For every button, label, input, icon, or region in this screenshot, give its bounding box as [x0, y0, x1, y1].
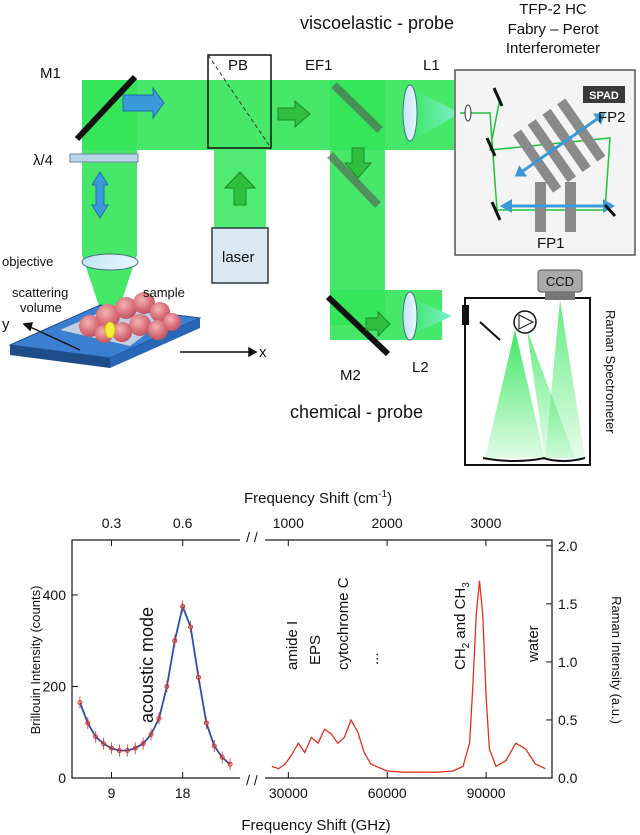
viscoelastic-probe-label: viscoelastic - probe [300, 13, 454, 33]
mirror-m1 [74, 74, 138, 142]
quarter-wave-plate [69, 153, 139, 163]
laser-box [211, 227, 269, 284]
right-tick-label: 2.0 [558, 538, 578, 554]
beam-direction-arrows [91, 86, 391, 338]
objective-lens [81, 253, 139, 271]
edge-filter-2 [327, 152, 381, 208]
label-ef1: EF1 [305, 57, 333, 74]
left-tick-label: 200 [43, 678, 67, 694]
mirror-m2 [325, 294, 391, 357]
bottom-tick-label: 30000 [269, 785, 308, 801]
top-tick-label: 3000 [470, 515, 501, 531]
label-quarter-wave: λ/4 [33, 152, 53, 169]
axis-break-bottom: / / [246, 772, 258, 788]
right-tick-label: 1.0 [558, 654, 578, 670]
label-fp2: FP2 [598, 109, 626, 126]
polarizing-beamsplitter [207, 54, 272, 149]
raman-internals [479, 300, 586, 462]
left-tick-label: 400 [43, 587, 67, 603]
top-tick-label: 2000 [372, 515, 403, 531]
label-objective: objective [2, 254, 53, 269]
label-laser: laser [222, 249, 255, 266]
top-tick-label: 0.6 [173, 515, 193, 531]
right-axis-title: Raman Intensity (a.u.) [609, 596, 624, 724]
tfp-title-1: TFP-2 HC [519, 1, 587, 18]
label-axis-x: x [259, 344, 267, 361]
brillouin-fit-line [79, 603, 231, 765]
tfp-title-3: Interferometer [506, 40, 600, 57]
plot-frame [71, 539, 553, 779]
label-l2: L2 [412, 359, 429, 376]
focus-spot [104, 321, 116, 339]
left-tick-label: 0 [58, 770, 66, 786]
top-tick-label: 0.3 [102, 515, 122, 531]
raman-series-line [271, 580, 546, 773]
bottom-tick-label: 60000 [368, 785, 407, 801]
label-l1: L1 [423, 57, 440, 74]
spectrum-chart: / / / / Frequency Shift (cm-1) Frequency… [28, 489, 624, 834]
sample-axes [22, 322, 258, 358]
edge-filter-ef1 [331, 82, 383, 133]
label-axis-y: y [2, 316, 10, 333]
axis-break-top: / / [246, 529, 258, 545]
left-axis-title: Brillouin Intensity (counts) [28, 586, 43, 735]
label-m2: M2 [340, 367, 361, 384]
right-tick-label: 0.0 [558, 770, 578, 786]
label-pb: PB [228, 57, 248, 74]
annotation-acoustic-mode: acoustic mode [137, 607, 157, 723]
brillouin-series [77, 600, 233, 771]
label-sample: sample [143, 285, 185, 300]
bottom-tick-label: 90000 [467, 785, 506, 801]
tfp-internals [460, 86, 625, 232]
label-m1: M1 [40, 65, 61, 82]
annotation-ch2-ch3: CH2 and CH3 [452, 582, 472, 670]
label-ccd: CCD [546, 274, 574, 289]
label-spad: SPAD [589, 90, 619, 102]
bottom-tick-label: 9 [108, 785, 116, 801]
bottom-tick-label: 18 [175, 785, 191, 801]
annotation-eps: EPS [307, 635, 324, 665]
right-tick-label: 0.5 [558, 712, 578, 728]
lens-l2 [402, 291, 418, 341]
spad-detector [583, 86, 625, 103]
label-scattering: scattering [12, 285, 68, 300]
annotation-dots: ... [365, 652, 382, 665]
chart-ticks: 0 200 400 0.0 0.5 1.0 1.5 2.0 9 18 30000 60000 90000… [43, 515, 578, 801]
annotation-amide: amide I [284, 621, 301, 670]
label-raman-spectrometer: Raman Spectrometer [603, 310, 618, 434]
chemical-probe-label: chemical - probe [290, 402, 423, 422]
annotation-cytochrome: cytochrome C [335, 577, 352, 670]
label-fp1: FP1 [537, 235, 565, 252]
right-tick-label: 1.5 [558, 596, 578, 612]
bottom-axis-title: Frequency Shift (GHz) [241, 817, 390, 834]
sample-cells [79, 292, 181, 343]
top-tick-label: 1000 [273, 515, 304, 531]
lens-l1 [402, 84, 418, 142]
top-axis-title: Frequency Shift (cm-1) [244, 489, 392, 507]
tfp-title-2: Fabry – Perot [508, 21, 600, 38]
annotation-water: water [525, 625, 542, 663]
label-volume: volume [20, 300, 62, 315]
